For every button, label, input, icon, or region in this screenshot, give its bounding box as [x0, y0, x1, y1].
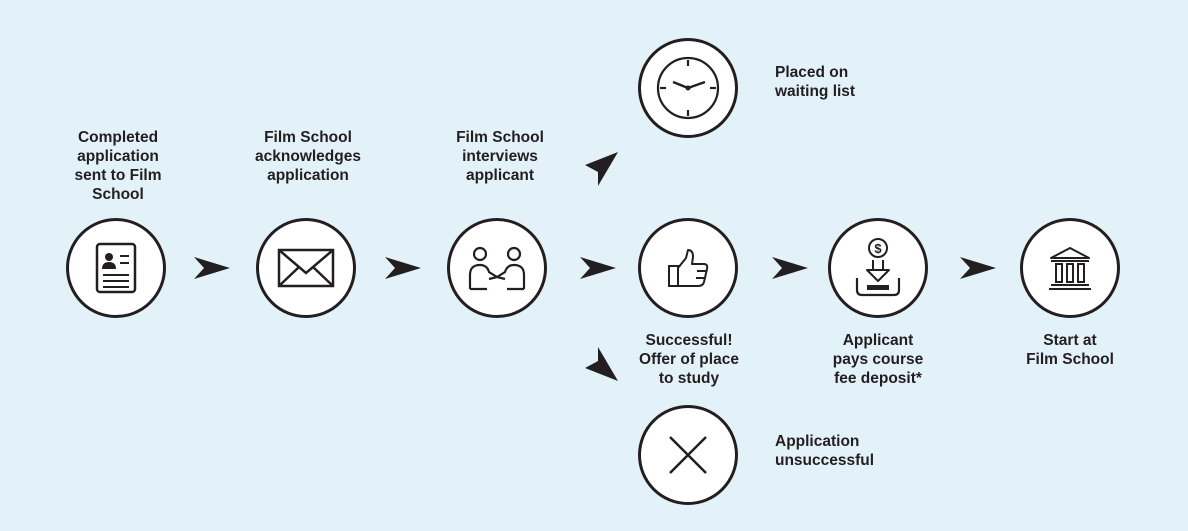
step-start-label: Start at Film School — [1026, 332, 1114, 368]
svg-text:$: $ — [874, 241, 882, 256]
envelope-icon — [277, 248, 335, 288]
dollar-deposit-icon: $ — [855, 238, 901, 297]
waiting-list-label: Placed on waiting list — [775, 64, 856, 100]
flow-arrow-icon — [580, 257, 616, 279]
unsuccessful-circle — [638, 405, 738, 505]
step-successful-circle — [638, 218, 738, 318]
thumbs-up-icon — [668, 249, 709, 287]
branch-arrow-up-icon — [585, 152, 618, 186]
step-acknowledges-circle — [256, 218, 356, 318]
step-acknowledges-label: Film School acknowledges application — [255, 129, 361, 184]
step-pays-deposit-circle: $ — [828, 218, 928, 318]
step-successful-label: Successful! Offer of place to study — [639, 332, 739, 387]
branch-arrow-down-icon — [585, 347, 618, 381]
application-document-icon — [95, 242, 137, 294]
cross-icon — [669, 436, 707, 474]
step-completed-application-circle — [66, 218, 166, 318]
flow-arrow-icon — [772, 257, 808, 279]
step-interviews-circle — [447, 218, 547, 318]
clock-icon — [656, 56, 720, 120]
unsuccessful-label: Application unsuccessful — [775, 433, 875, 469]
step-completed-application-label: Completed application sent to Film Schoo… — [74, 129, 162, 203]
flow-arrow-icon — [194, 257, 230, 279]
building-icon — [1049, 247, 1091, 290]
waiting-list-circle — [638, 38, 738, 138]
flow-arrow-icon — [960, 257, 996, 279]
step-start-circle — [1020, 218, 1120, 318]
step-pays-deposit-label: Applicant pays course fee deposit* — [832, 332, 924, 387]
step-interviews-label: Film School interviews applicant — [456, 129, 544, 184]
handshake-icon — [468, 246, 526, 291]
flow-arrow-icon — [385, 257, 421, 279]
